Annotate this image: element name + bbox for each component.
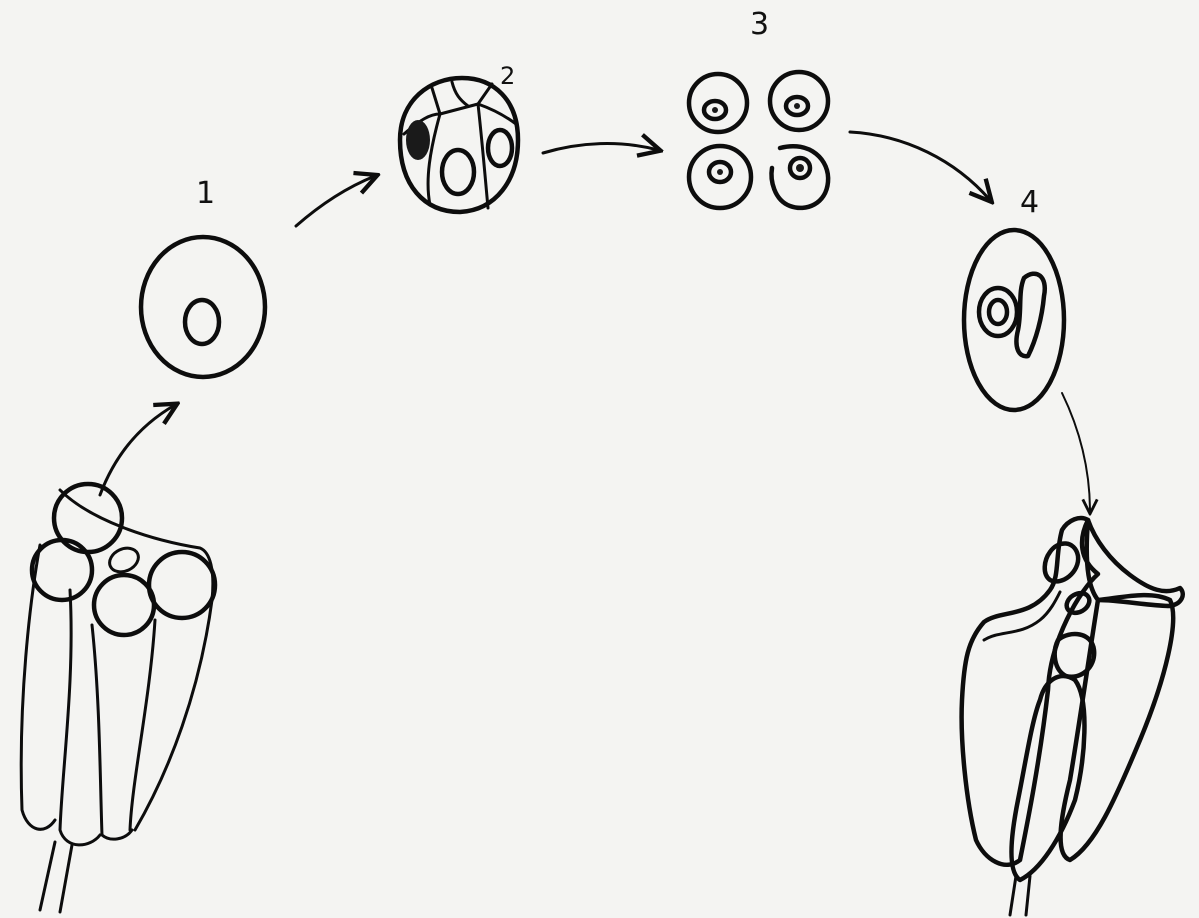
microspore-top-right — [770, 72, 828, 130]
anther-wall-right — [135, 600, 212, 830]
nucleus-front — [442, 150, 474, 194]
cell-wall — [141, 237, 265, 377]
arrow-stage-4-to-anther — [1062, 393, 1090, 512]
tetrad-division-back — [452, 82, 468, 106]
tetrad-division-front-left — [428, 114, 440, 205]
filament-right-edge — [1026, 876, 1030, 915]
filament-left-edge — [40, 842, 55, 910]
filament-right-edge — [60, 845, 72, 912]
arrow-stage-1-to-2 — [296, 176, 375, 226]
label-stage-4: 4 — [1020, 185, 1039, 220]
stage-2-tetrad — [400, 78, 518, 212]
pollen-mass-upper — [1045, 543, 1078, 581]
open-locule-left — [962, 518, 1098, 865]
filament-left-edge — [1010, 876, 1016, 915]
microspore-top-left — [689, 74, 747, 132]
pollen-sac-left — [32, 540, 92, 600]
stage-3-microspores — [689, 72, 828, 208]
arrow-stage-2-to-3 — [543, 144, 658, 153]
nucleus-right — [488, 130, 512, 166]
anther-wall-mid-left — [60, 590, 100, 845]
anther-top-outline — [60, 490, 213, 600]
microspore-bottom-right — [772, 146, 829, 208]
nucleus — [185, 300, 219, 344]
connective — [106, 544, 142, 577]
young-anther — [21, 484, 215, 912]
nucleus-left — [406, 120, 430, 160]
anther-wall-mid — [92, 625, 132, 839]
label-stage-2: 2 — [500, 62, 515, 90]
tetrad-division-front-right — [478, 104, 488, 208]
microspore-bottom-left — [689, 146, 751, 208]
generative-cell — [1016, 274, 1044, 357]
vegetative-nucleus-outer — [979, 288, 1017, 336]
mature-anther — [962, 518, 1183, 915]
stage-1-mother-cell — [141, 237, 265, 377]
pollen-sac-right — [149, 552, 215, 618]
label-stage-1: 1 — [196, 176, 215, 211]
vegetative-nucleus-inner — [989, 300, 1007, 324]
label-stage-3: 3 — [750, 7, 769, 42]
stomium-flap — [1087, 520, 1183, 606]
arrow-stage-3-to-4 — [850, 132, 990, 200]
arrow-anther-to-stage-1 — [100, 405, 175, 495]
pollen-sac-front — [94, 575, 154, 635]
stage-4-pollen-grain — [964, 230, 1064, 410]
